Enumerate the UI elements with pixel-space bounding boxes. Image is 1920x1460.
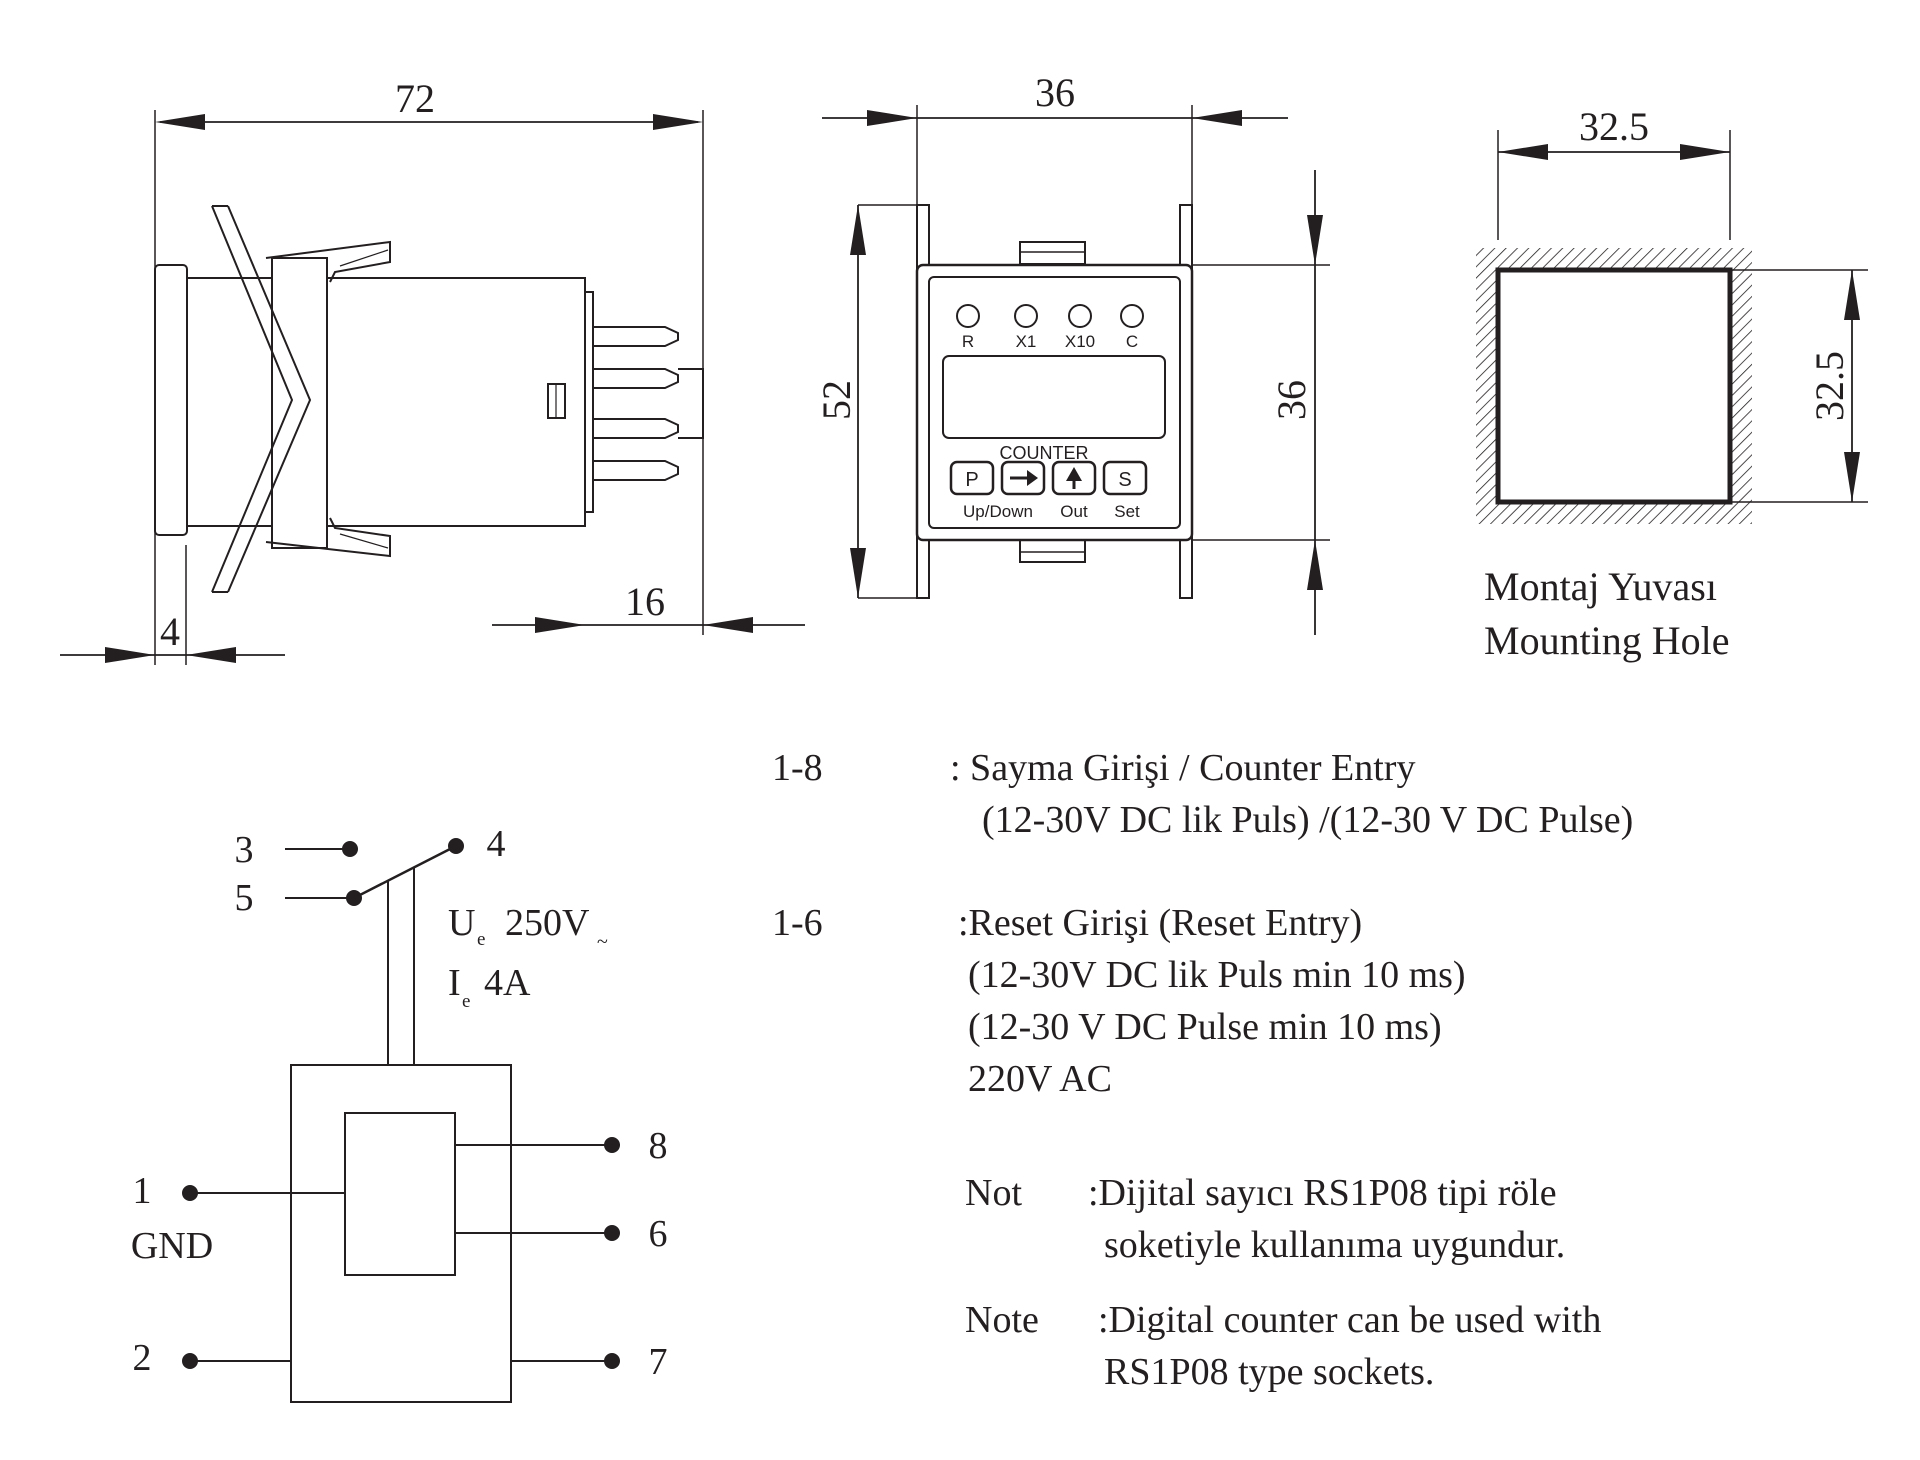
dim-hole-height-label: 32.5 [1807, 351, 1852, 421]
entry2-line3: (12-30 V DC Pulse min 10 ms) [968, 1006, 1442, 1048]
note-label: Note [965, 1299, 1039, 1341]
terminal-6-dot [604, 1225, 620, 1241]
led-label-c: C [1126, 332, 1138, 351]
wiring-diagram: 3 4 5 U e 250V ~ I e 4A 1 GND 2 8 6 [131, 823, 668, 1403]
mounting-hole-label-en: Mounting Hole [1484, 618, 1730, 663]
dimension-32-5-width: 32.5 [1498, 104, 1730, 160]
dim-4-label: 4 [160, 609, 180, 654]
dim-72-label: 72 [395, 76, 435, 121]
entry2-line4: 220V AC [968, 1058, 1112, 1100]
led-label-x1: X1 [1016, 332, 1037, 351]
ue-value: 250V [505, 902, 590, 944]
button-p: P [949, 460, 995, 496]
led-x1-indicator [1014, 304, 1038, 328]
front-view: 36 52 36 R X1 X10 [814, 70, 1330, 635]
dimension-32-5-height: 32.5 [1807, 270, 1860, 502]
entry2-pins: 1-6 [772, 902, 823, 944]
terminal-7-dot [604, 1353, 620, 1369]
terminal-3-dot [342, 841, 358, 857]
terminal-1-dot [182, 1185, 198, 1201]
note-line1: :Digital counter can be used with [1098, 1299, 1601, 1341]
terminal-2-label: 2 [133, 1337, 152, 1379]
counter-face [928, 276, 1181, 529]
gnd-label: GND [131, 1225, 213, 1267]
terminal-1-label: 1 [133, 1170, 152, 1212]
button-label-set: Set [1114, 502, 1140, 521]
dim-16-label: 16 [625, 579, 665, 624]
terminal-5-label: 5 [235, 877, 254, 919]
dim-36-height-label: 36 [1269, 380, 1314, 420]
voltage-rating: U e 250V ~ [448, 902, 608, 953]
device-label: COUNTER [1000, 443, 1089, 463]
dimension-4: 4 [60, 609, 285, 663]
entry2-line2: (12-30V DC lik Puls min 10 ms) [968, 954, 1466, 996]
led-label-r: R [962, 332, 974, 351]
entry1-line1: : Sayma Girişi / Counter Entry [950, 747, 1415, 789]
mounting-hole-label-tr: Montaj Yuvası [1484, 564, 1717, 609]
arrow-up-icon [1066, 467, 1082, 481]
entry2-line1: :Reset Girişi (Reset Entry) [958, 902, 1362, 944]
button-label-updown: Up/Down [963, 502, 1033, 521]
button-p-glyph: P [965, 469, 978, 491]
notes: 1-8 : Sayma Girişi / Counter Entry (12-3… [772, 747, 1633, 1393]
dim-52-label: 52 [814, 380, 859, 420]
terminal-4-label: 4 [487, 823, 506, 865]
ue-subscript: e [477, 929, 485, 950]
button-arrow-up [1051, 460, 1097, 496]
dimension-36-width: 36 [822, 70, 1288, 126]
terminal-7-label: 7 [649, 1341, 668, 1383]
button-label-out: Out [1060, 502, 1088, 521]
entry1-pins: 1-8 [772, 747, 823, 789]
current-rating: I e 4A [448, 962, 531, 1012]
front-bezel [154, 264, 188, 536]
dimension-72: 72 [155, 76, 703, 130]
display-window [942, 355, 1166, 439]
terminal-6-label: 6 [649, 1213, 668, 1255]
led-r-indicator [956, 304, 980, 328]
relay-switch-blade [353, 846, 453, 900]
led-x10-indicator [1068, 304, 1092, 328]
terminal-2-dot [182, 1353, 198, 1369]
button-s-glyph: S [1118, 469, 1131, 491]
terminal-8-label: 8 [649, 1125, 668, 1167]
dim-hole-width-label: 32.5 [1579, 104, 1649, 149]
button-arrow-right [1000, 460, 1046, 496]
led-c-indicator [1120, 304, 1144, 328]
pin-base [584, 291, 594, 513]
input-block [344, 1112, 456, 1276]
not-line1: :Dijital sayıcı RS1P08 tipi röle [1088, 1172, 1557, 1214]
entry1-line2: (12-30V DC lik Puls) /(12-30 V DC Pulse) [982, 799, 1633, 841]
ue-tilde: ~ [597, 931, 608, 953]
terminal-8-dot [604, 1137, 620, 1153]
dimension-16: 16 [492, 579, 805, 633]
dim-36-width-label: 36 [1035, 70, 1075, 115]
pins [593, 326, 704, 481]
terminal-3-label: 3 [235, 829, 254, 871]
arrow-right-icon [1027, 470, 1038, 486]
mounting-hole-view: 32.5 32.5 Montaj Yuvası Mounting Hole [1476, 104, 1868, 663]
not-label: Not [965, 1172, 1022, 1214]
note-line2: RS1P08 type sockets. [1104, 1351, 1434, 1393]
ue-symbol: U [448, 902, 475, 944]
terminal-4-dot [448, 838, 464, 854]
dimension-36-height: 36 [1269, 170, 1323, 635]
led-label-x10: X10 [1065, 332, 1095, 351]
housing [186, 277, 586, 527]
mounting-clip [271, 257, 328, 549]
ie-value: 4A [484, 962, 531, 1004]
button-s: S [1102, 460, 1148, 496]
ie-symbol: I [448, 962, 461, 1004]
ie-subscript: e [462, 991, 470, 1012]
side-view: 72 4 [60, 76, 805, 665]
mounting-cutout [1495, 267, 1733, 505]
dimension-52: 52 [814, 205, 866, 598]
not-line2: soketiyle kullanıma uygundur. [1104, 1224, 1565, 1266]
counter-frame [915, 263, 1194, 542]
